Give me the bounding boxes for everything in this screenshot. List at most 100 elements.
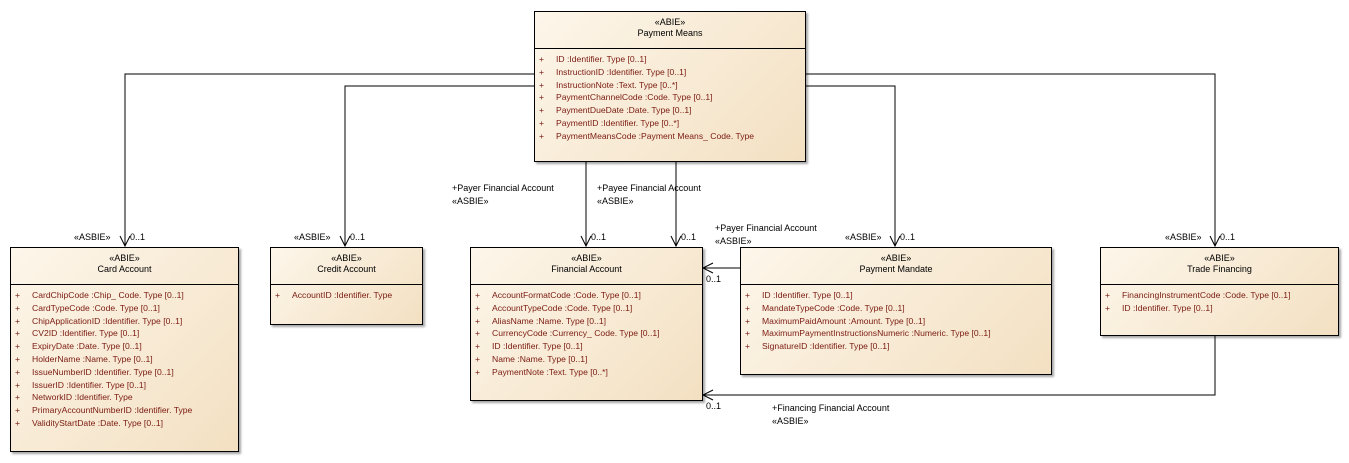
visibility-marker: +	[15, 392, 21, 403]
attribute-text: HolderName :Name. Type [0..1]	[32, 353, 153, 364]
visibility-marker: +	[475, 290, 481, 300]
attribute-text: FinancingInstrumentCode :Code. Type [0..…	[1122, 290, 1291, 300]
attribute-text: NetworkID :Identifier. Type	[32, 392, 133, 403]
attribute-text: InstructionNote :Text. Type [0..*]	[556, 79, 678, 90]
visibility-marker: +	[15, 353, 21, 364]
financing-association-multiplicity: 0..1	[706, 401, 722, 411]
attribute-text: AliasName :Name. Type [0..1]	[492, 315, 606, 326]
class-attribute: + HolderName :Name. Type [0..1]	[15, 353, 238, 366]
class-name: Financial Account	[551, 264, 622, 274]
visibility-marker: +	[745, 328, 751, 339]
class-attribute: +AccountFormatCode :Code. Type [0..1]	[475, 289, 702, 302]
credit-association-multiplicity: 0..1	[350, 232, 366, 242]
class-attribute: + ExpiryDate :Date. Type [0..1]	[15, 340, 238, 353]
visibility-marker: +	[475, 328, 481, 339]
attribute-text: InstructionID :Identifier. Type [0..1]	[556, 66, 687, 77]
attribute-text: CurrencyCode :Currency_ Code. Type [0..1…	[492, 328, 660, 339]
payer-association-multiplicity: 0..1	[591, 232, 607, 242]
visibility-marker: +	[539, 105, 545, 116]
class-stereotype: «ABIE»	[654, 17, 686, 27]
arrowhead-trade-financing	[1209, 235, 1221, 248]
visibility-marker: +	[15, 366, 21, 377]
attribute-text: ExpiryDate :Date. Type [0..1]	[32, 341, 142, 352]
association-line-trade-financing	[806, 73, 1216, 246]
attribute-list: + ID :Identifier. Type [0..1] + MandateType…	[741, 285, 1051, 353]
attribute-text: SignatureID :Identifier. Type [0..1]	[762, 341, 890, 352]
association-line-credit-account	[344, 85, 534, 246]
class-header: «ABIE» Credit Account	[271, 248, 422, 285]
class-attribute: +PaymentChannelCode :Code. Type [0..1]	[539, 91, 805, 104]
visibility-marker: +	[745, 290, 751, 300]
class-payment-mandate[interactable]: «ABIE» Payment Mandate +ID :Identifier. …	[740, 247, 1052, 375]
class-attribute: +PaymentMeansCode :Payment Means_ Code. …	[539, 130, 805, 143]
class-financial-account[interactable]: «ABIE» Financial Account +AccountFormatC…	[470, 247, 703, 401]
visibility-marker: +	[745, 315, 751, 326]
visibility-marker: +	[539, 54, 545, 64]
arrowhead-payment-mandate	[889, 235, 901, 248]
card-association-stereotype: «ASBIE»	[74, 232, 111, 242]
visibility-marker: +	[15, 341, 21, 352]
attribute-text: ID :Identifier. Type [0..1]	[1122, 302, 1213, 313]
financing-association-stereotype: «ASBIE»	[772, 416, 809, 426]
attribute-list: +FinancingInstrumentCode :Code. Type [0.…	[1101, 285, 1338, 315]
class-card-account[interactable]: «ABIE» Card Account + CardChipCode :Chip_…	[10, 247, 239, 452]
class-header: «ABIE» Trade Financing	[1101, 248, 1338, 285]
class-trade-financing[interactable]: «ABIE» Trade Financing +FinancingInstrum…	[1100, 247, 1339, 336]
class-header: «ABIE» Payment Means	[535, 12, 805, 49]
class-attribute: + InstructionID :Identifier. Type [0..1]	[539, 66, 805, 79]
visibility-marker: +	[475, 341, 481, 352]
attribute-text: Name :Name. Type [0..1]	[492, 353, 588, 364]
class-stereotype: «ABIE»	[109, 253, 140, 263]
arrowhead-payer-financial-account	[580, 235, 592, 248]
class-attribute: +ID :Identifier. Type [0..1]	[539, 53, 805, 66]
credit-association-stereotype: «ASBIE»	[294, 232, 331, 242]
attribute-text: CardChipCode :Chip_ Code. Type [0..1]	[32, 290, 184, 300]
payer-association-role: +Payer Financial Account	[452, 183, 554, 193]
attribute-text: IssueNumberID :Identifier. Type [0..1]	[32, 366, 174, 377]
trade-association-multiplicity: 0..1	[1220, 232, 1236, 242]
class-attribute: +FinancingInstrumentCode :Code. Type [0.…	[1105, 289, 1338, 302]
class-attribute: + IssueNumberID :Identifier. Type [0..1]	[15, 366, 238, 379]
card-association-multiplicity: 0..1	[130, 232, 146, 242]
class-attribute: + CurrencyCode :Currency_ Code. Type [0..…	[475, 327, 702, 340]
class-attribute: + CardChipCode :Chip_ Code. Type [0..1]	[15, 289, 238, 302]
visibility-marker: +	[539, 79, 545, 90]
attribute-text: MaximumPaymentInstructionsNumeric :Numer…	[762, 328, 991, 339]
association-line-financing-account	[703, 336, 1216, 396]
visibility-marker: +	[15, 302, 21, 313]
class-header: «ABIE» Card Account	[11, 248, 238, 285]
attribute-text: PaymentID :Identifier. Type [0..*]	[556, 117, 680, 128]
arrowhead-card-account	[119, 235, 131, 248]
class-payment-means[interactable]: «ABIE» Payment Means +ID :Identifier. Ty…	[534, 11, 806, 162]
visibility-marker: +	[539, 117, 545, 128]
class-stereotype: «ABIE»	[1204, 253, 1235, 263]
arrowhead-mandate-payer-account	[701, 262, 714, 274]
class-name: Credit Account	[317, 264, 376, 274]
payee-association-multiplicity: 0..1	[681, 232, 697, 242]
class-attribute: + PaymentID :Identifier. Type [0..*]	[539, 117, 805, 130]
class-attribute: +ChipApplicationID :Identifier. Type [0.…	[15, 315, 238, 328]
class-stereotype: «ABIE»	[331, 253, 362, 263]
visibility-marker: +	[475, 315, 481, 326]
class-name: Payment Means	[637, 28, 703, 38]
visibility-marker: +	[15, 405, 21, 416]
attribute-text: ID :Identifier. Type [0..1]	[762, 290, 853, 300]
class-name: Trade Financing	[1187, 264, 1252, 274]
class-stereotype: «ABIE»	[571, 253, 602, 263]
visibility-marker: +	[15, 290, 21, 300]
mandate-association-stereotype: «ASBIE»	[845, 232, 882, 242]
attribute-text: PaymentChannelCode :Code. Type [0..1]	[556, 92, 713, 103]
visibility-marker: +	[539, 66, 545, 77]
mandate-payer-association-stereotype: «ASBIE»	[715, 236, 752, 246]
class-attribute: +AccountID :Identifier. Type	[275, 289, 422, 302]
class-credit-account[interactable]: «ABIE» Credit Account +AccountID :Identi…	[270, 247, 423, 325]
class-name: Payment Mandate	[859, 264, 933, 274]
class-attribute: + MaximumPaymentInstructionsNumeric :Nume…	[745, 327, 1051, 340]
attribute-list: +CardChipCode :Chip_ Code. Type [0..1]+C…	[11, 285, 238, 430]
association-line-card-account	[124, 73, 534, 246]
attribute-text: ID :Identifier. Type [0..1]	[492, 341, 583, 352]
attribute-text: MandateTypeCode :Code. Type [0..1]	[762, 302, 905, 313]
attribute-text: CV2ID :Identifier. Type [0..1]	[32, 328, 140, 339]
class-attribute: +PaymentNote :Text. Type [0..*]	[475, 366, 702, 379]
attribute-text: AccountID :Identifier. Type	[292, 290, 393, 300]
